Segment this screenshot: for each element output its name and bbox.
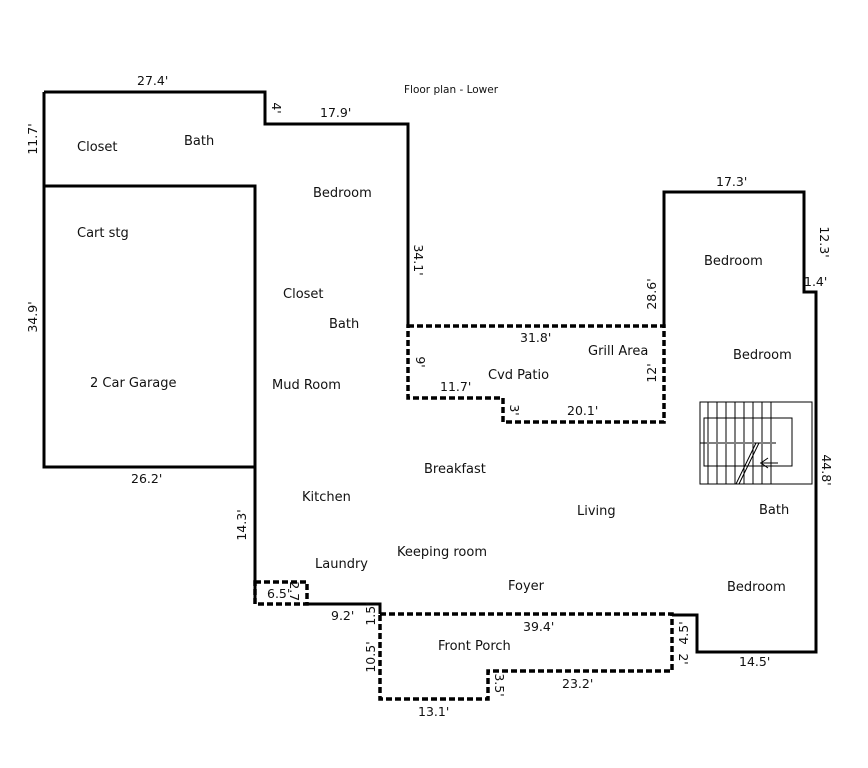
dimension-label: 20.1' [567, 403, 598, 418]
plan-title: Floor plan - Lower [404, 84, 499, 96]
dimension-label: 2' [676, 653, 691, 664]
room-bath: Bath [329, 317, 359, 332]
dimension-label: 1.4' [804, 274, 827, 289]
room-kitchen: Kitchen [302, 490, 351, 505]
dimension-label: 17.3' [716, 174, 747, 189]
room-closet: Closet [283, 287, 324, 302]
dimension-label: 2.7' [287, 581, 302, 604]
dimension-label: 1.5' [363, 602, 378, 625]
dimension-label: 34.9' [25, 301, 40, 332]
room-breakfast: Breakfast [424, 462, 486, 477]
exterior-wall-right [662, 190, 818, 654]
dimension-label: 12.3' [817, 226, 832, 257]
dimension-label: 3' [507, 404, 522, 415]
dimension-label: 9.2' [331, 608, 354, 623]
dimension-label: 17.9' [320, 105, 351, 120]
dimension-label: 39.4' [523, 619, 554, 634]
room-laundry: Laundry [315, 557, 368, 572]
room-bedroom: Bedroom [313, 186, 372, 201]
room-front-porch: Front Porch [438, 639, 511, 654]
room-grill-area: Grill Area [588, 344, 648, 359]
dimension-label: 31.8' [520, 330, 551, 345]
room-garage: 2 Car Garage [90, 376, 177, 391]
dimension-label: 26.2' [131, 471, 162, 486]
garage-wall [44, 184, 257, 467]
room-foyer: Foyer [508, 579, 545, 594]
dimension-label: 27.4' [137, 73, 168, 88]
room-bath: Bath [759, 503, 789, 518]
front-porch-outline [378, 612, 674, 701]
dimension-label: 14.3' [234, 509, 249, 540]
room-living: Living [577, 504, 616, 519]
dimension-label: 34.1' [411, 244, 426, 275]
room-covered-patio: Cvd Patio [488, 368, 549, 383]
room-bath: Bath [184, 134, 214, 149]
dimension-label: 11.7' [25, 123, 40, 154]
dimension-label: 3.5' [492, 673, 507, 696]
dimension-label: 11.7' [440, 379, 471, 394]
room-bedroom: Bedroom [727, 580, 786, 595]
dimension-label: 4.5' [676, 621, 691, 644]
exterior-wall-lower-left [42, 92, 257, 604]
dimension-label: 10.5' [363, 641, 378, 672]
dimension-label: 14.5' [739, 654, 770, 669]
dimension-label: 6.5' [267, 586, 290, 601]
dimension-label: 12' [644, 363, 659, 382]
dimension-label: 23.2' [562, 676, 593, 691]
dimension-label: 44.8' [819, 454, 834, 485]
dimension-label: 13.1' [418, 704, 449, 719]
dimension-label: 4' [269, 102, 284, 113]
dimension-label: 9' [413, 356, 428, 367]
dimension-label: 28.6' [644, 278, 659, 309]
room-bedroom: Bedroom [704, 254, 763, 269]
room-closet: Closet [77, 140, 118, 155]
room-mud-room: Mud Room [272, 378, 341, 393]
small-dashed-area [253, 580, 309, 606]
covered-patio-outline [406, 324, 666, 424]
room-cart-storage: Cart stg [77, 226, 129, 241]
exterior-wall [44, 90, 410, 326]
room-bedroom: Bedroom [733, 348, 792, 363]
wall-segment-foyer [307, 602, 382, 614]
staircase [699, 401, 813, 485]
room-keeping-room: Keeping room [397, 545, 487, 560]
